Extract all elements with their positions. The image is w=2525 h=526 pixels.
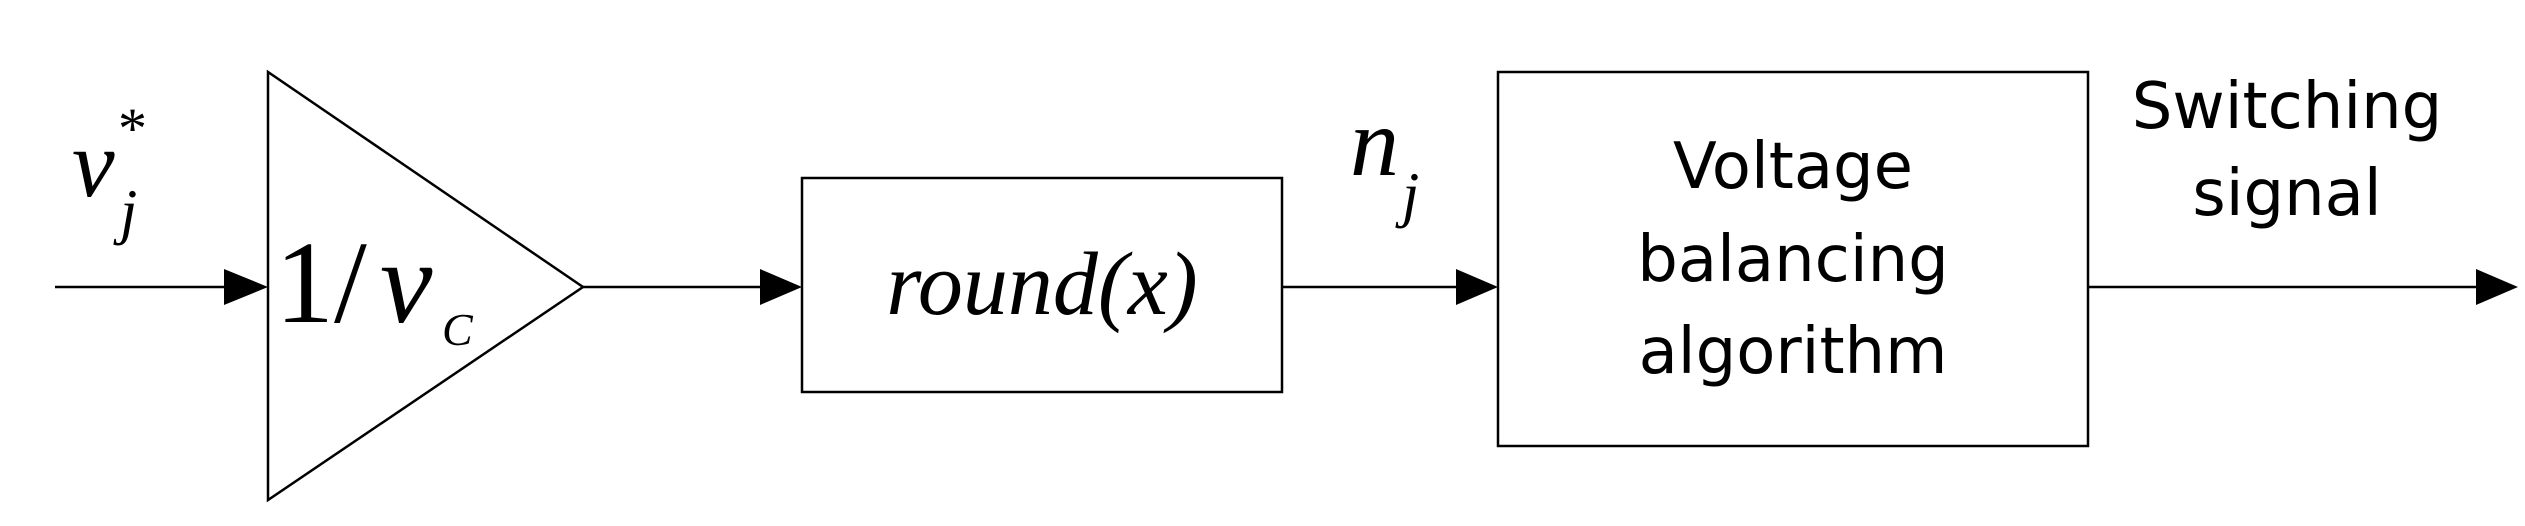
input-signal-main: v <box>72 110 115 217</box>
round-block-label: round(x) <box>886 235 1198 334</box>
input-arrowhead <box>224 269 268 305</box>
balancing-block-line-2: balancing <box>1637 223 1949 297</box>
output-signal-line-1: Switching <box>2132 70 2443 144</box>
input-signal-label: v * j <box>72 96 147 246</box>
balancing-block-line-3: algorithm <box>1639 315 1948 389</box>
gain-block-main: v <box>380 217 433 348</box>
gain-block-subscript: C <box>442 304 474 355</box>
balancing-block <box>1496 70 2090 448</box>
output-arrowhead <box>2476 269 2518 305</box>
intermediate-signal-label: n j <box>1350 89 1419 229</box>
gain-to-round-arrowhead <box>760 269 802 305</box>
balancing-block-line-1: Voltage <box>1673 130 1913 204</box>
round-block <box>800 176 1284 394</box>
output-signal-line-2: signal <box>2192 157 2381 231</box>
intermediate-signal-main: n <box>1350 89 1399 197</box>
output-signal-label: Switching signal <box>2132 70 2443 231</box>
round-to-balancing-arrowhead <box>1456 269 1498 305</box>
gain-block-label: 1/ v C <box>275 217 474 355</box>
input-signal-superscript: * <box>118 96 147 161</box>
gain-block-prefix: 1/ <box>275 217 367 348</box>
input-signal-subscript: j <box>113 178 137 246</box>
balancing-block-label: Voltage balancing algorithm <box>1637 130 1949 389</box>
gain-block-triangle <box>266 69 586 503</box>
